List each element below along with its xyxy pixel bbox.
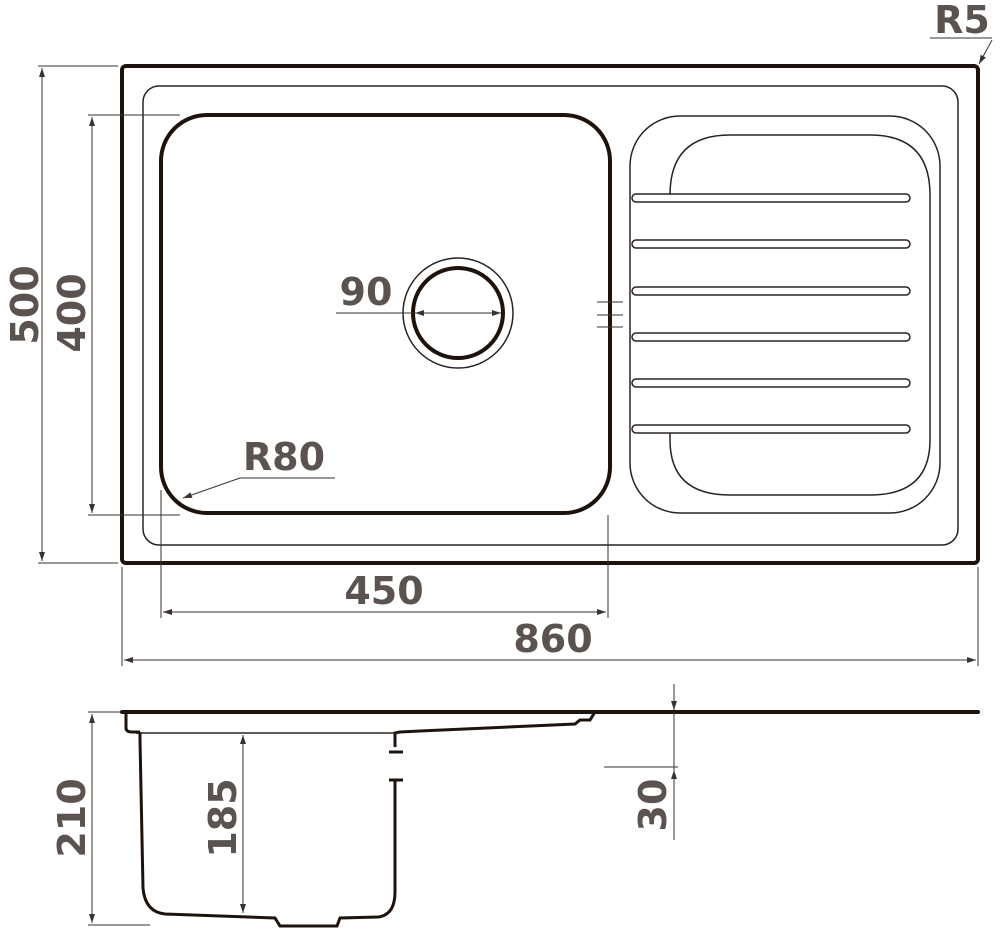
width-label: 860 (513, 617, 592, 661)
overflow-label: 30 (631, 779, 675, 832)
drainboard-outer (629, 115, 941, 514)
bowl-depth-label: 185 (201, 778, 245, 857)
bowl-width-label: 450 (344, 569, 423, 613)
overflow-marker (597, 301, 623, 328)
drainboard-grooves (631, 193, 911, 434)
total-depth-label: 210 (50, 778, 94, 857)
bowl-radius-label: R80 (243, 435, 325, 479)
height-label: 500 (3, 265, 47, 344)
sink-rim (142, 85, 959, 546)
sink-outline (120, 64, 980, 565)
side-profile (124, 711, 597, 928)
side-view: 210 185 30 (50, 684, 980, 928)
drainboard-inner-top (669, 134, 931, 496)
drain-label: 90 (340, 270, 393, 314)
bowl-length-label: 400 (50, 273, 94, 352)
top-view: 500 400 90 R80 450 860 R5 (3, 0, 993, 666)
corner-radius-label: R5 (934, 0, 990, 42)
bowl (159, 113, 612, 515)
